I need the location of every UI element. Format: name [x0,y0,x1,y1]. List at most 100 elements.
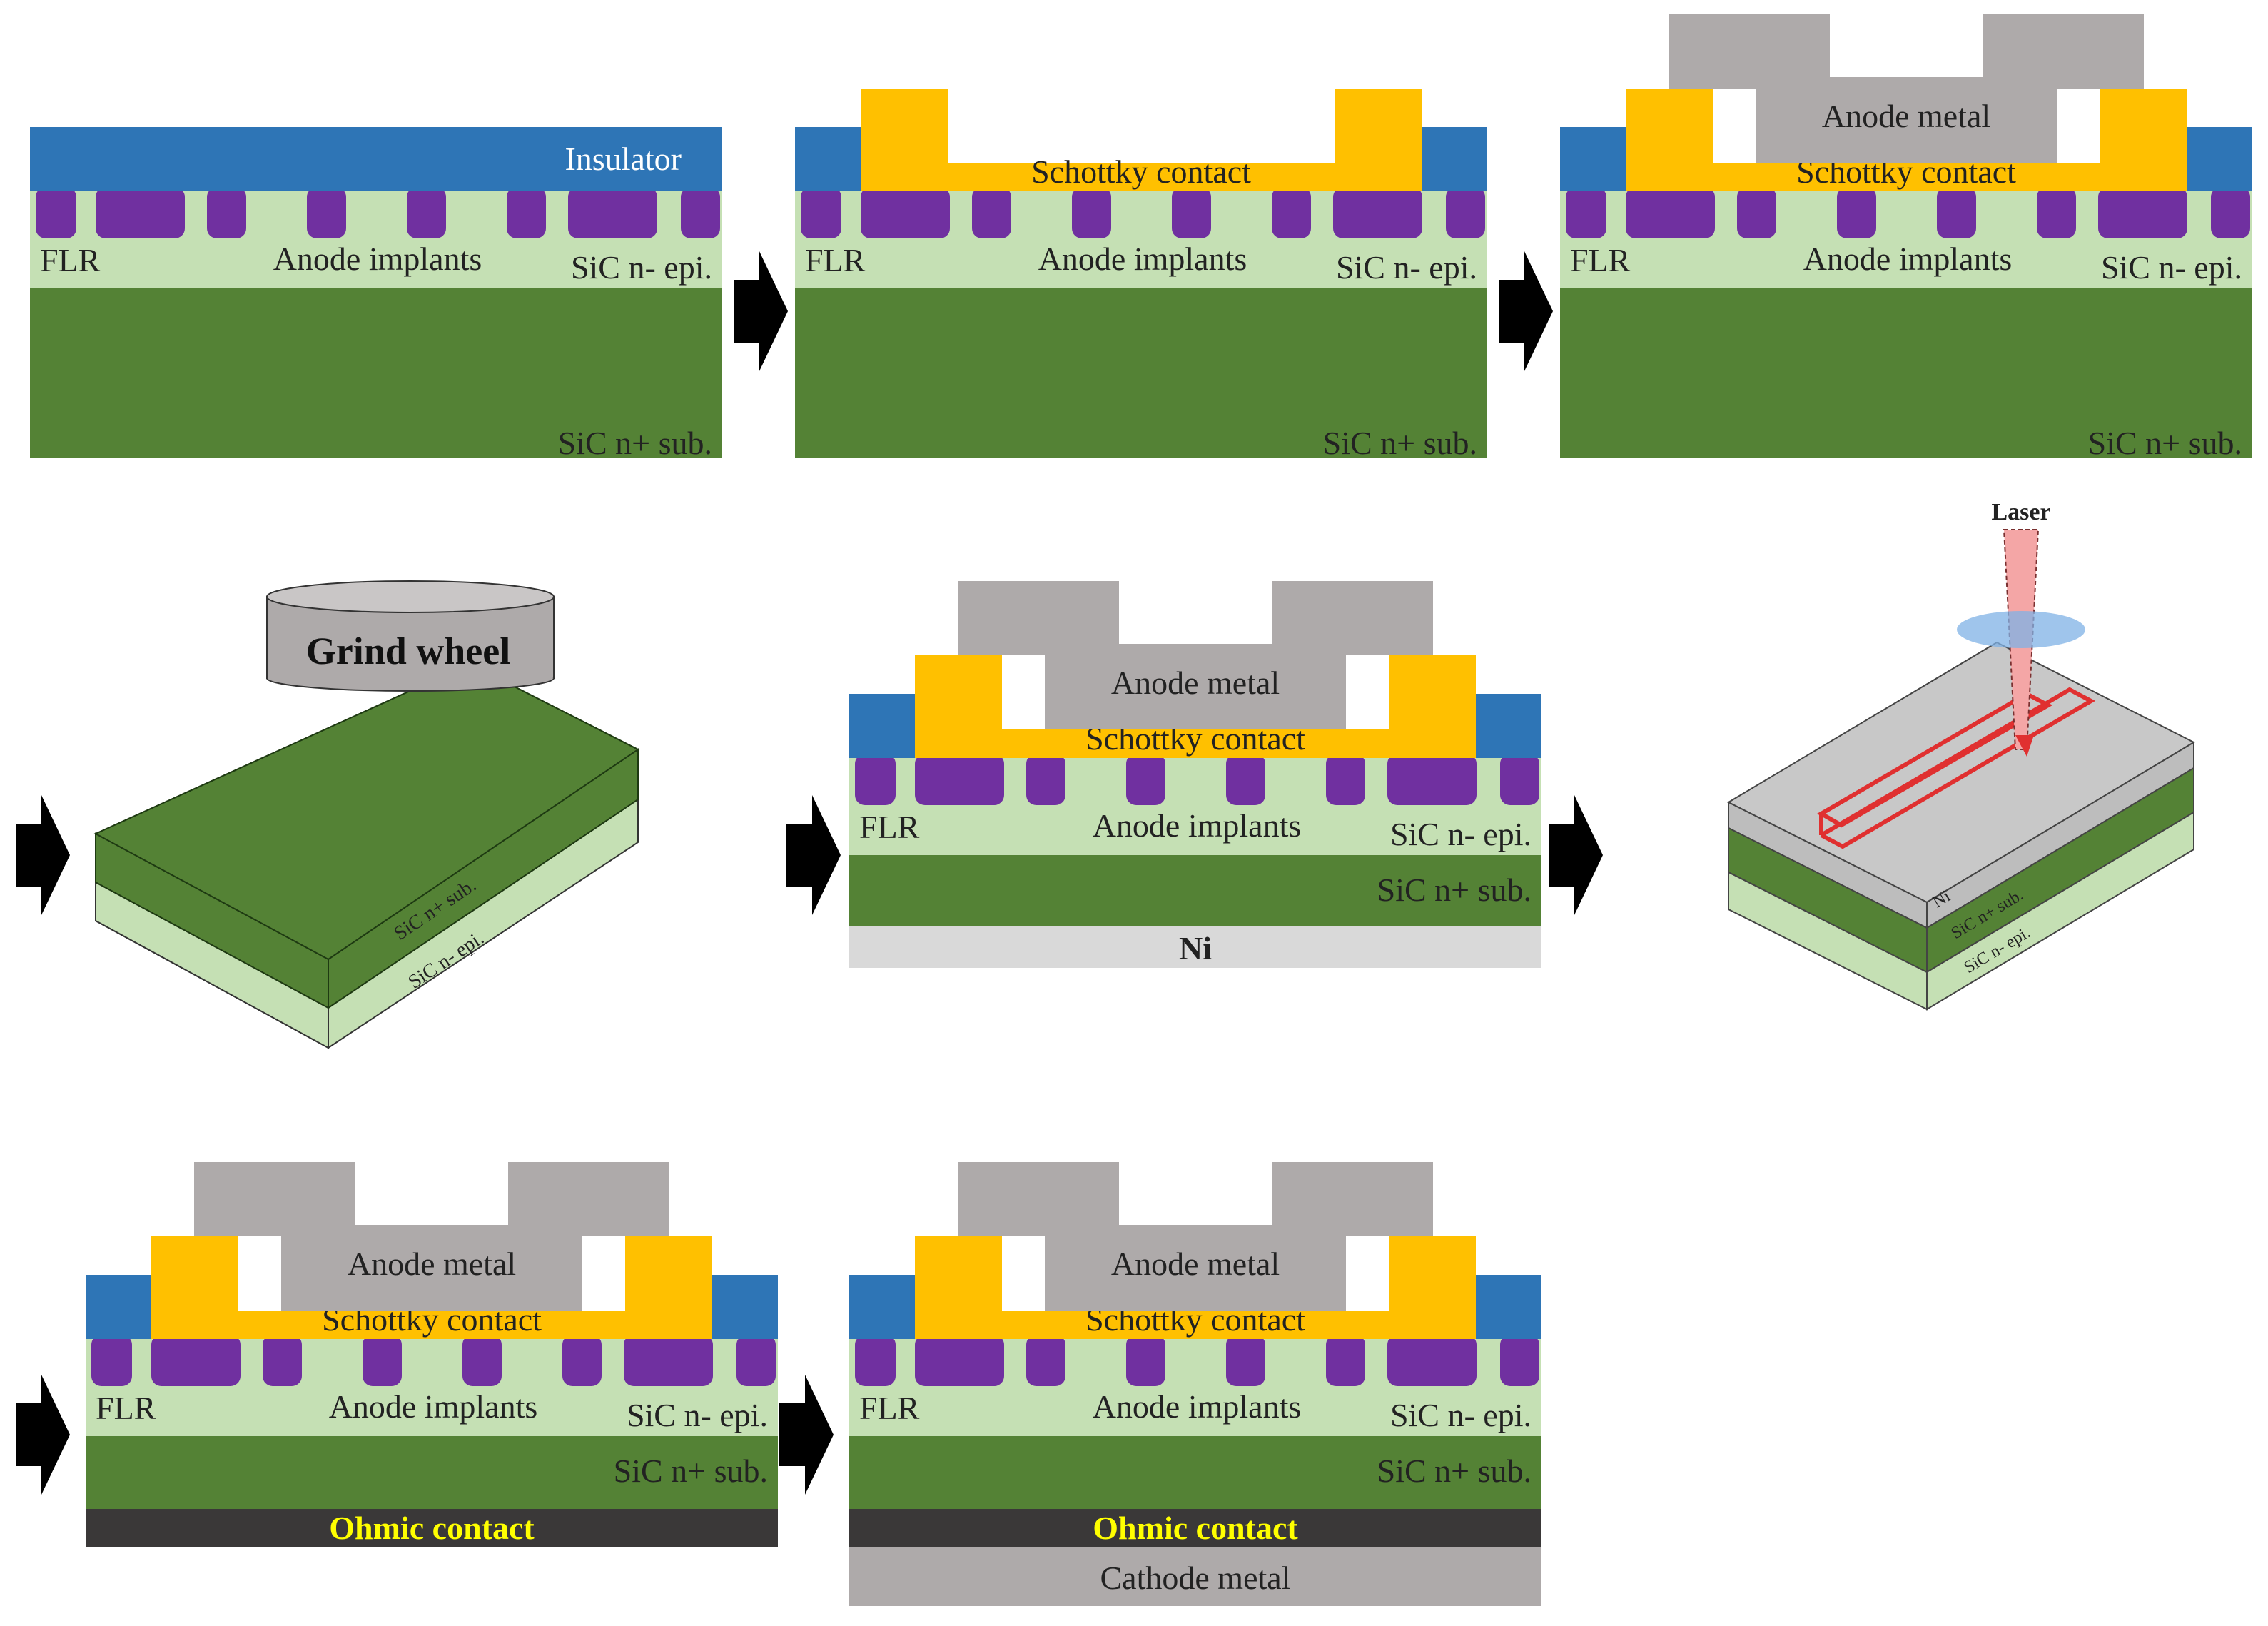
flr-implant [1446,187,1485,238]
anode-implants-label: Anode implants [1093,1388,1302,1425]
anode-implant [568,187,657,238]
flr-implant [1737,187,1776,238]
flr-implant [1126,754,1165,805]
ohmic-contact-label: Ohmic contact [329,1510,535,1546]
ohmic-contact-label: Ohmic contact [1093,1510,1298,1546]
flr-implant [1226,754,1265,805]
anode-implants-label: Anode implants [1038,241,1247,277]
flr-implant [307,187,346,238]
anode-metal-layer [1669,14,2144,163]
anode-implant [861,187,950,238]
flr-implant [2211,187,2250,238]
substrate-layer [849,1436,1541,1509]
process-arrow [16,795,70,915]
flr-implant [1937,187,1976,238]
flr-implant [2037,187,2076,238]
flr-implant [1326,754,1365,805]
flr-implant [1072,187,1111,238]
cathode-metal-label: Cathode metal [1100,1560,1291,1596]
laser-spot [2015,735,2034,757]
process-arrow [1499,251,1553,371]
anode-implant [2098,187,2187,238]
flr-implant [855,1335,896,1386]
process-arrow [16,1375,70,1495]
flr-implant [1272,187,1311,238]
anode-metal-label: Anode metal [1111,665,1280,701]
epi-label: SiC n- epi. [571,249,712,286]
process-arrow [779,1375,834,1495]
flr-implant [972,187,1011,238]
anode-metal-layer [958,581,1433,729]
flr-implant [507,187,546,238]
anode-implant [1387,754,1477,805]
flr-implant [363,1335,402,1386]
flr-implant [855,754,896,805]
anode-implant [151,1335,241,1386]
ni-label: Ni [1179,930,1212,966]
flr-label: FLR [40,242,101,278]
flr-implant [263,1335,302,1386]
anode-metal-layer [194,1162,669,1311]
insulator-layer [30,127,722,191]
flr-label: FLR [805,242,866,278]
insulator-label: Insulator [565,141,682,177]
grind-wheel-top [266,580,555,613]
flr-implant [1026,1335,1065,1386]
anode-implant [1387,1335,1477,1386]
process-arrow [734,251,788,371]
iso-epi-side [1926,811,2194,1011]
flr-implant [407,187,446,238]
substrate-layer [30,288,722,458]
substrate-layer [1560,288,2252,458]
flr-label: FLR [96,1390,156,1426]
anode-metal-layer [958,1162,1433,1311]
flr-implant [91,1335,132,1386]
flr-label: FLR [1570,242,1631,278]
anode-implant [1333,187,1422,238]
schottky-label: Schottky contact [1031,153,1251,190]
substrate-label: SiC n+ sub. [558,425,712,461]
flr-implant [736,1335,776,1386]
laser-scan-path-2 [1820,687,2096,849]
anode-implants-label: Anode implants [273,241,482,277]
grind-wheel-label: Grind wheel [306,630,511,672]
anode-implants-label: Anode implants [329,1388,538,1425]
flr-implant [801,187,841,238]
flr-implant [1566,187,1606,238]
schottky-contact-layer [1626,89,2187,191]
schottky-contact-layer [915,1236,1476,1339]
step-4-grinding: SiC n+ sub.SiC n- epi.Grind wheel [16,580,640,1049]
substrate-label: SiC n+ sub. [1377,872,1532,908]
substrate-layer [849,855,1541,926]
flr-label: FLR [859,809,920,845]
flr-label: FLR [859,1390,920,1426]
laser-label: Laser [1991,499,2050,525]
anode-metal-label: Anode metal [1111,1246,1280,1282]
anode-implant [915,754,1004,805]
process-arrow [786,795,841,915]
anode-metal-label: Anode metal [348,1246,516,1282]
flr-implant [562,1335,602,1386]
flr-implant [207,187,246,238]
flr-implant [681,187,720,238]
schottky-contact-layer [861,89,1422,191]
anode-implants-label: Anode implants [1093,807,1302,844]
flr-implant [1500,1335,1539,1386]
flr-implant [462,1335,502,1386]
substrate-label: SiC n+ sub. [1377,1453,1532,1489]
substrate-label: SiC n+ sub. [2088,425,2242,461]
laser-lens [1957,611,2085,648]
flr-implant [1500,754,1539,805]
anode-implant [96,187,185,238]
flr-implant [1126,1335,1165,1386]
anode-metal-label: Anode metal [1822,98,1990,134]
ohmic-contact-layer [849,1509,1541,1547]
epi-label: SiC n- epi. [1390,816,1532,852]
ni-layer [849,926,1541,968]
